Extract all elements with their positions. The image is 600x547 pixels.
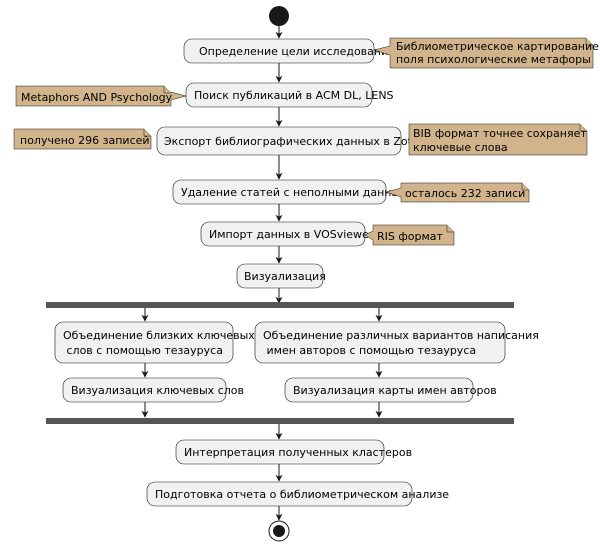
activity-search-label: Поиск публикаций в ACM DL, LENS <box>194 89 394 102</box>
note-remaining: осталось 232 записи <box>385 182 530 203</box>
activity-import-vos: Импорт данных в VOSviewer <box>200 221 374 247</box>
note-bib-line1: BIB формат точнее сохраняет <box>413 127 587 140</box>
fork-bar <box>46 302 514 308</box>
activity-interpret-label: Интерпретация полученных кластеров <box>184 446 412 459</box>
activity-remove-incomplete-label: Удаление статей с неполными данными <box>181 186 416 199</box>
activity-report-label: Подготовка отчета о библиометрическом ан… <box>155 488 449 501</box>
activity-viz-authors: Визуализация карты имен авторов <box>284 377 497 403</box>
note-goal-line2: поля психологические метафоры <box>396 53 591 66</box>
activity-merge-keywords-line1: Объединение близких ключевых <box>63 329 255 342</box>
note-goal-line1: Библиометрическое картирование <box>396 40 599 53</box>
note-ris: RIS формат <box>364 224 455 246</box>
activity-merge-authors-line1: Объединение различных вариантов написани… <box>263 329 539 342</box>
activity-merge-authors-line2: имен авторов с помощью тезауруса <box>263 344 476 357</box>
start-node <box>269 6 289 26</box>
activity-search: Поиск публикаций в ACM DL, LENS <box>185 82 394 108</box>
activity-remove-incomplete: Удаление статей с неполными данными <box>172 179 416 205</box>
edges <box>141 26 383 521</box>
activity-merge-keywords-line2: слов с помощью тезауруса <box>63 344 223 357</box>
activity-import-vos-label: Импорт данных в VOSviewer <box>209 228 374 241</box>
note-count-label: получено 296 записей <box>20 134 150 147</box>
note-query-label: Metaphors AND Psychology <box>21 91 173 104</box>
activity-visualization-label: Визуализация <box>244 270 326 283</box>
activity-merge-keywords: Объединение близких ключевых слов с помо… <box>54 321 255 364</box>
note-bib: BIB формат точнее сохраняет ключевые сло… <box>408 123 587 156</box>
activity-viz-authors-label: Визуализация карты имен авторов <box>293 384 497 397</box>
activity-export: Экспорт библиографических данных в Zoter… <box>156 126 430 156</box>
note-goal: Библиометрическое картирование поля псих… <box>373 37 599 69</box>
activity-interpret: Интерпретация полученных кластеров <box>175 439 412 465</box>
activity-define-goal-label: Определение цели исследования <box>199 45 395 58</box>
note-count: получено 296 записей <box>13 128 152 150</box>
end-node <box>268 520 290 542</box>
note-ris-label: RIS формат <box>377 230 444 243</box>
activity-viz-keywords-label: Визуализация ключевых слов <box>71 384 244 397</box>
note-remaining-label: осталось 232 записи <box>405 187 525 200</box>
activity-merge-authors: Объединение различных вариантов написани… <box>254 321 539 364</box>
note-bib-line2: ключевые слова <box>413 141 508 154</box>
join-bar <box>46 418 514 424</box>
activity-define-goal: Определение цели исследования <box>183 38 395 64</box>
activity-visualization: Визуализация <box>236 263 326 289</box>
activity-viz-keywords: Визуализация ключевых слов <box>62 377 244 403</box>
activity-report: Подготовка отчета о библиометрическом ан… <box>146 481 449 507</box>
note-query: Metaphors AND Psychology <box>15 85 187 107</box>
activity-export-label: Экспорт библиографических данных в Zoter… <box>164 135 430 148</box>
